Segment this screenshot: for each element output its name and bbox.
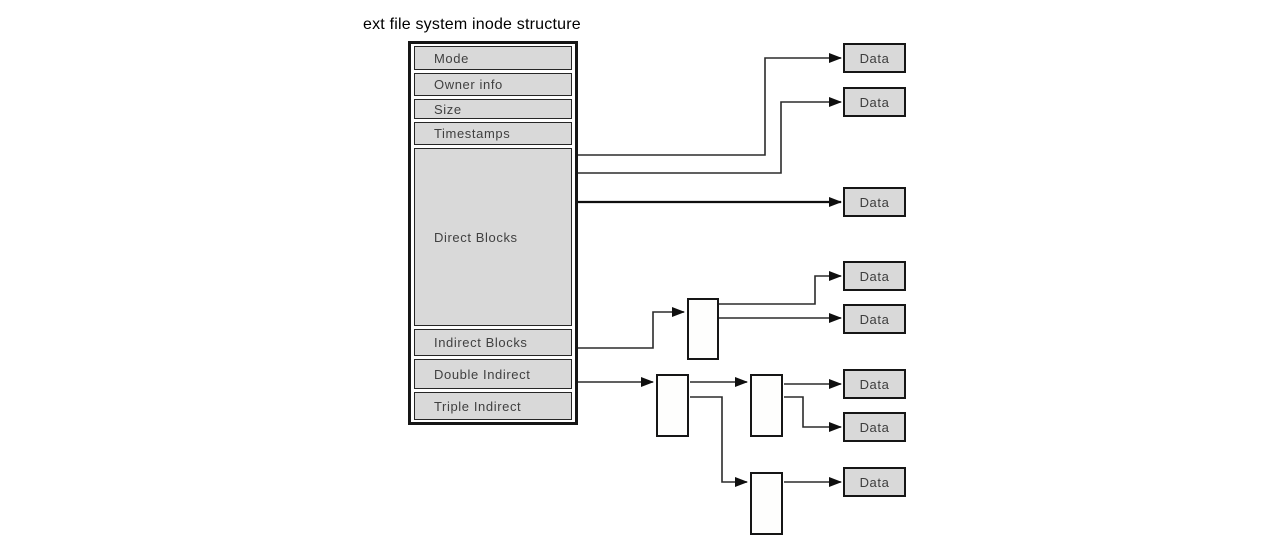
single-indirect-block — [687, 298, 719, 360]
double-indirect-level1-block — [656, 374, 689, 437]
inode-row-owner-info: Owner info — [414, 73, 572, 96]
data-block-8: Data — [843, 467, 906, 497]
data-block-2: Data — [843, 87, 906, 117]
inode-row-double-indirect: Double Indirect — [414, 359, 572, 389]
inode-row-timestamps: Timestamps — [414, 122, 572, 145]
connector-indirect-to-single-block — [578, 307, 685, 349]
inode-row-triple-indirect: Triple Indirect — [414, 392, 572, 420]
inode-table: Mode Owner info Size Timestamps Direct B… — [408, 41, 578, 425]
data-block-6: Data — [843, 369, 906, 399]
connector-level2a-to-data-7 — [784, 396, 842, 432]
connector-level1-to-level2b — [690, 396, 748, 487]
inode-row-mode: Mode — [414, 46, 572, 70]
inode-row-direct-blocks: Direct Blocks — [414, 148, 572, 326]
connector-direct-to-data-2 — [578, 97, 842, 174]
data-block-7: Data — [843, 412, 906, 442]
connector-direct-to-data-1 — [578, 53, 842, 156]
diagram-title: ext file system inode structure — [363, 16, 581, 33]
inode-row-indirect-blocks: Indirect Blocks — [414, 329, 572, 356]
data-block-5: Data — [843, 304, 906, 334]
double-indirect-level2b-block — [750, 472, 783, 535]
data-block-1: Data — [843, 43, 906, 73]
connector-single-to-data-4 — [719, 271, 842, 305]
data-block-3: Data — [843, 187, 906, 217]
inode-row-size: Size — [414, 99, 572, 119]
double-indirect-level2a-block — [750, 374, 783, 437]
data-block-4: Data — [843, 261, 906, 291]
